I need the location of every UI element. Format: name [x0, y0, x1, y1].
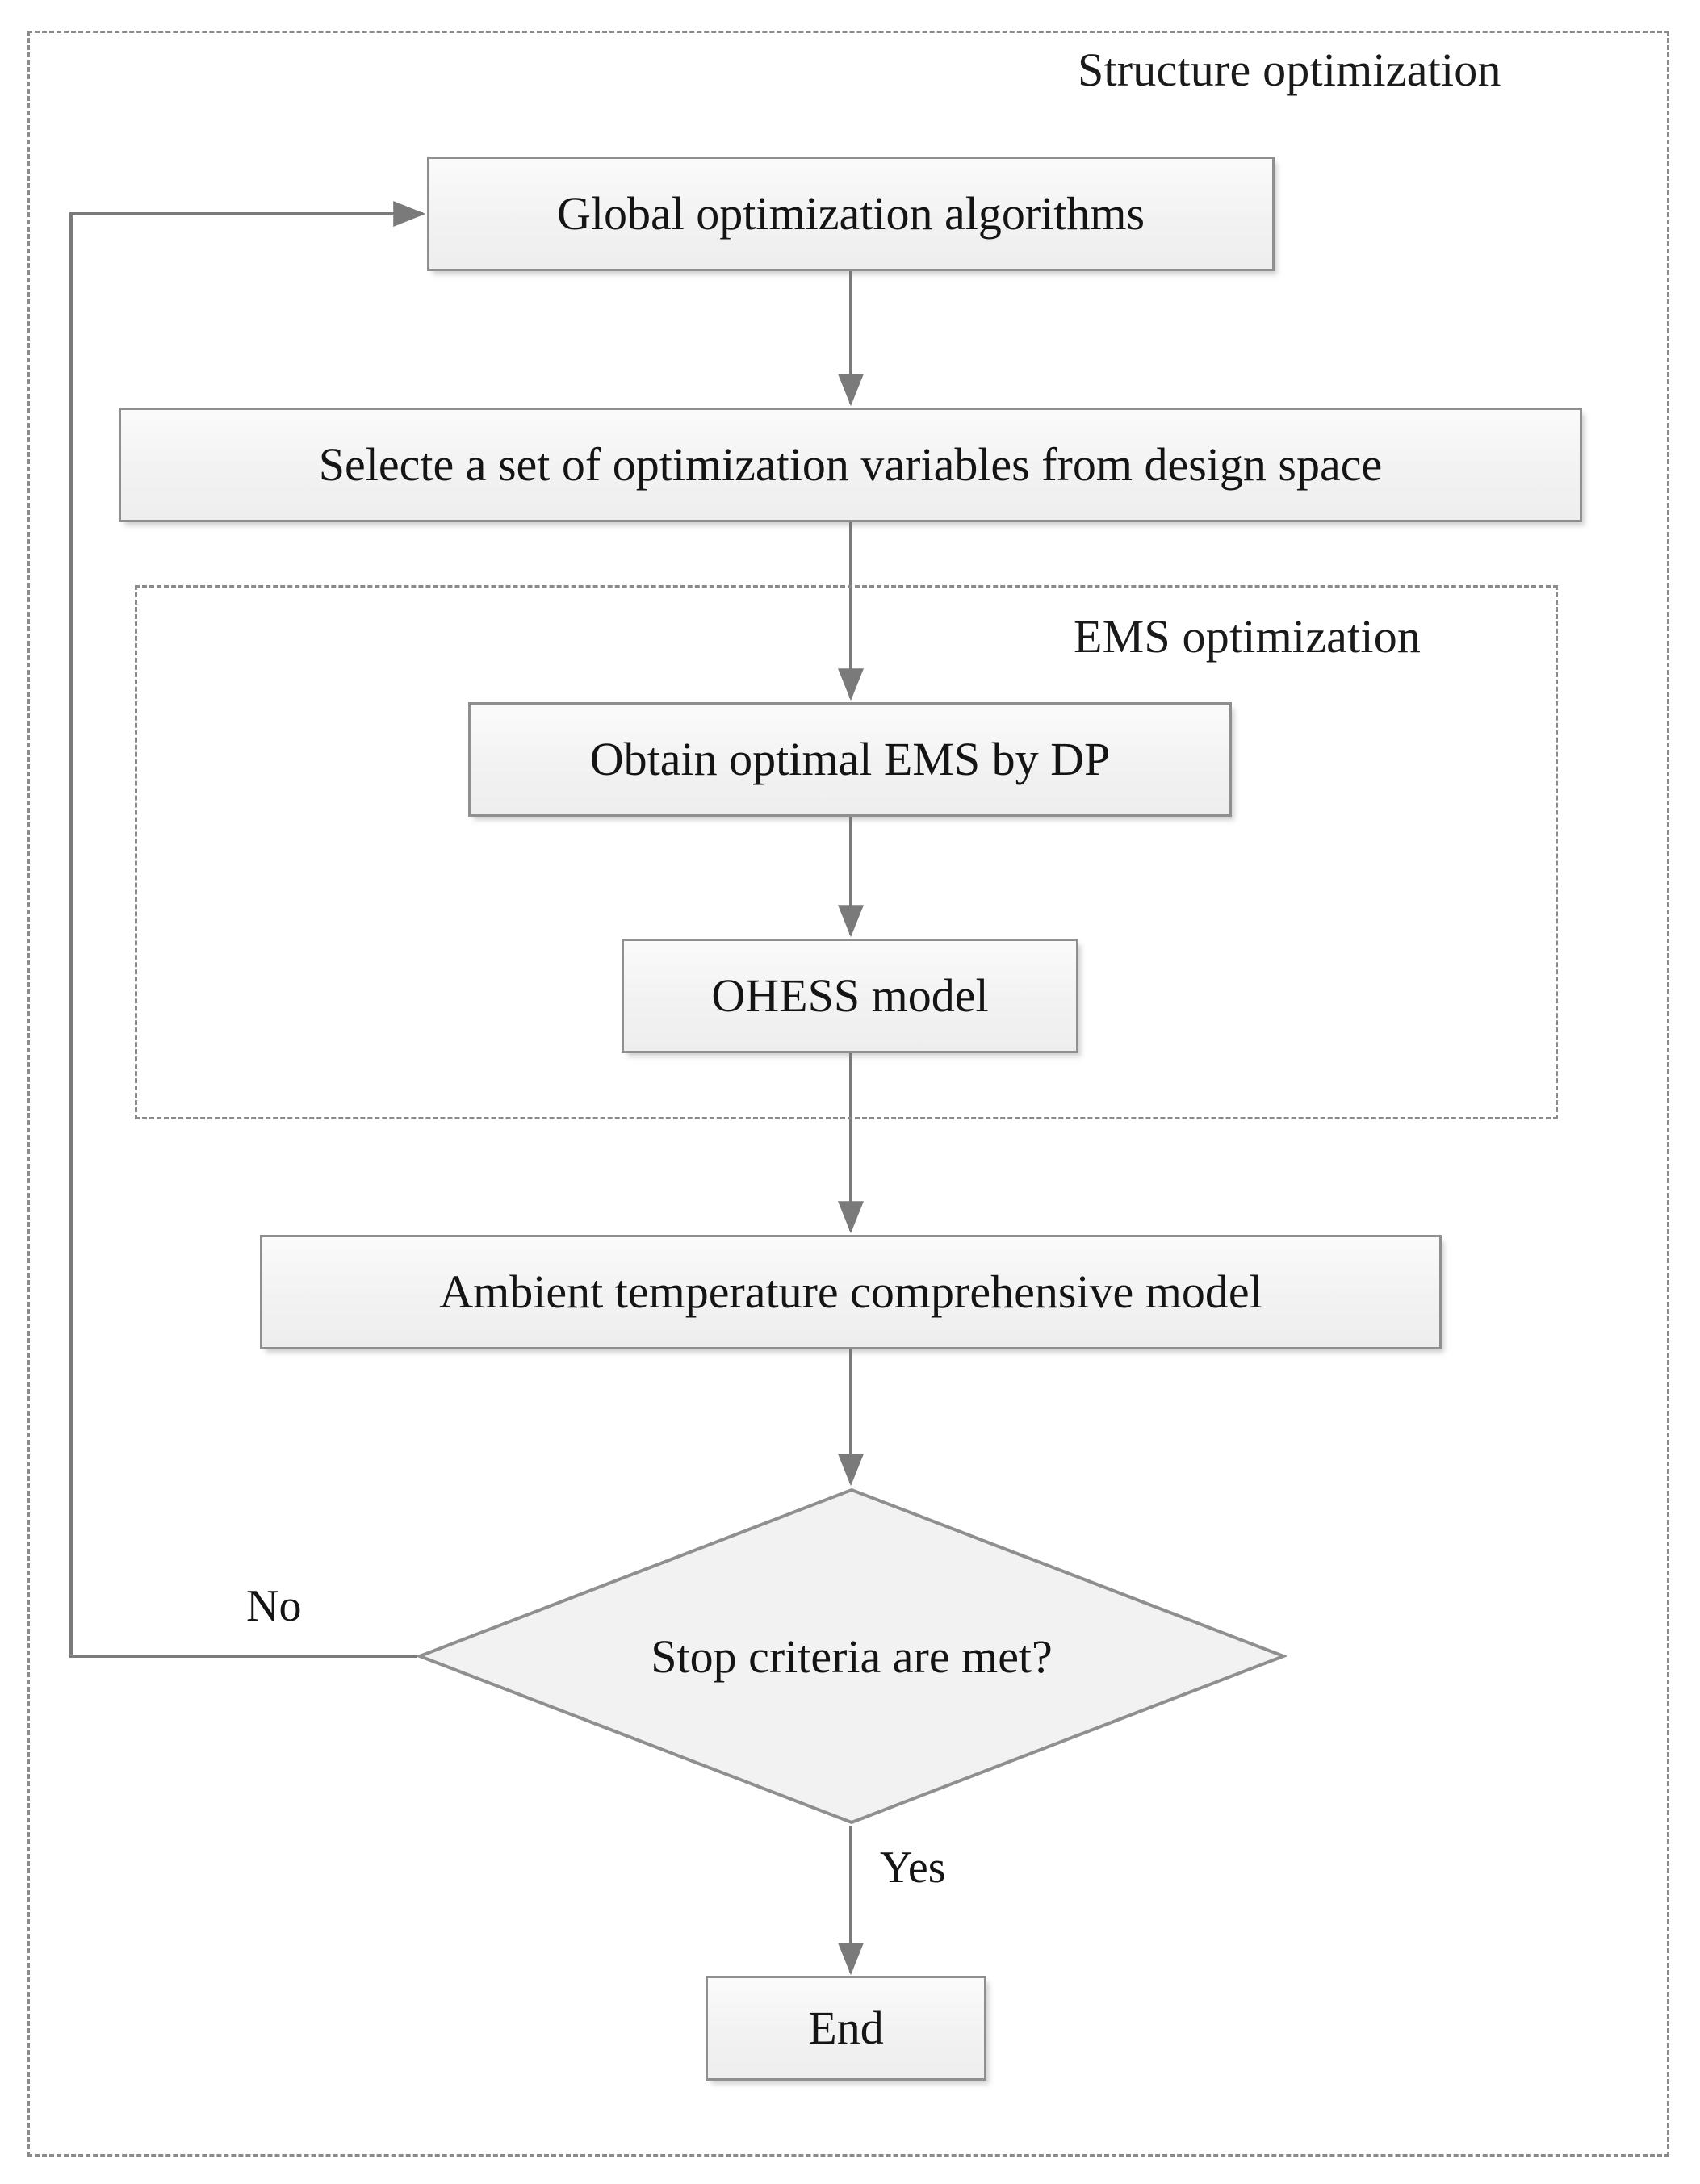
group-ems-optimization — [135, 585, 1558, 1119]
edge-label-yes: Yes — [880, 1843, 946, 1893]
node-ohess-model[interactable]: OHESS model — [622, 939, 1078, 1053]
node-select-optimization-variables[interactable]: Selecte a set of optimization variables … — [119, 408, 1582, 522]
node-stop-criteria-decision[interactable]: Stop criteria are met? — [417, 1487, 1287, 1826]
node-obtain-optimal-ems-by-dp[interactable]: Obtain optimal EMS by DP — [468, 702, 1232, 817]
node-ambient-temperature-comprehensive-model[interactable]: Ambient temperature comprehensive model — [260, 1235, 1442, 1349]
group-structure-optimization — [27, 31, 1669, 2157]
node-end[interactable]: End — [706, 1976, 986, 2081]
edge-decision-to-global-feedback — [69, 201, 426, 1658]
diamond-shape — [417, 1487, 1287, 1825]
group-structure-optimization-label: Structure optimization — [1078, 44, 1501, 96]
group-ems-optimization-label: EMS optimization — [1074, 610, 1422, 663]
node-stop-criteria-decision-label: Stop criteria are met? — [651, 1630, 1053, 1683]
node-global-optimization-algorithms[interactable]: Global optimization algorithms — [427, 157, 1275, 271]
edge-label-no: No — [246, 1581, 302, 1631]
